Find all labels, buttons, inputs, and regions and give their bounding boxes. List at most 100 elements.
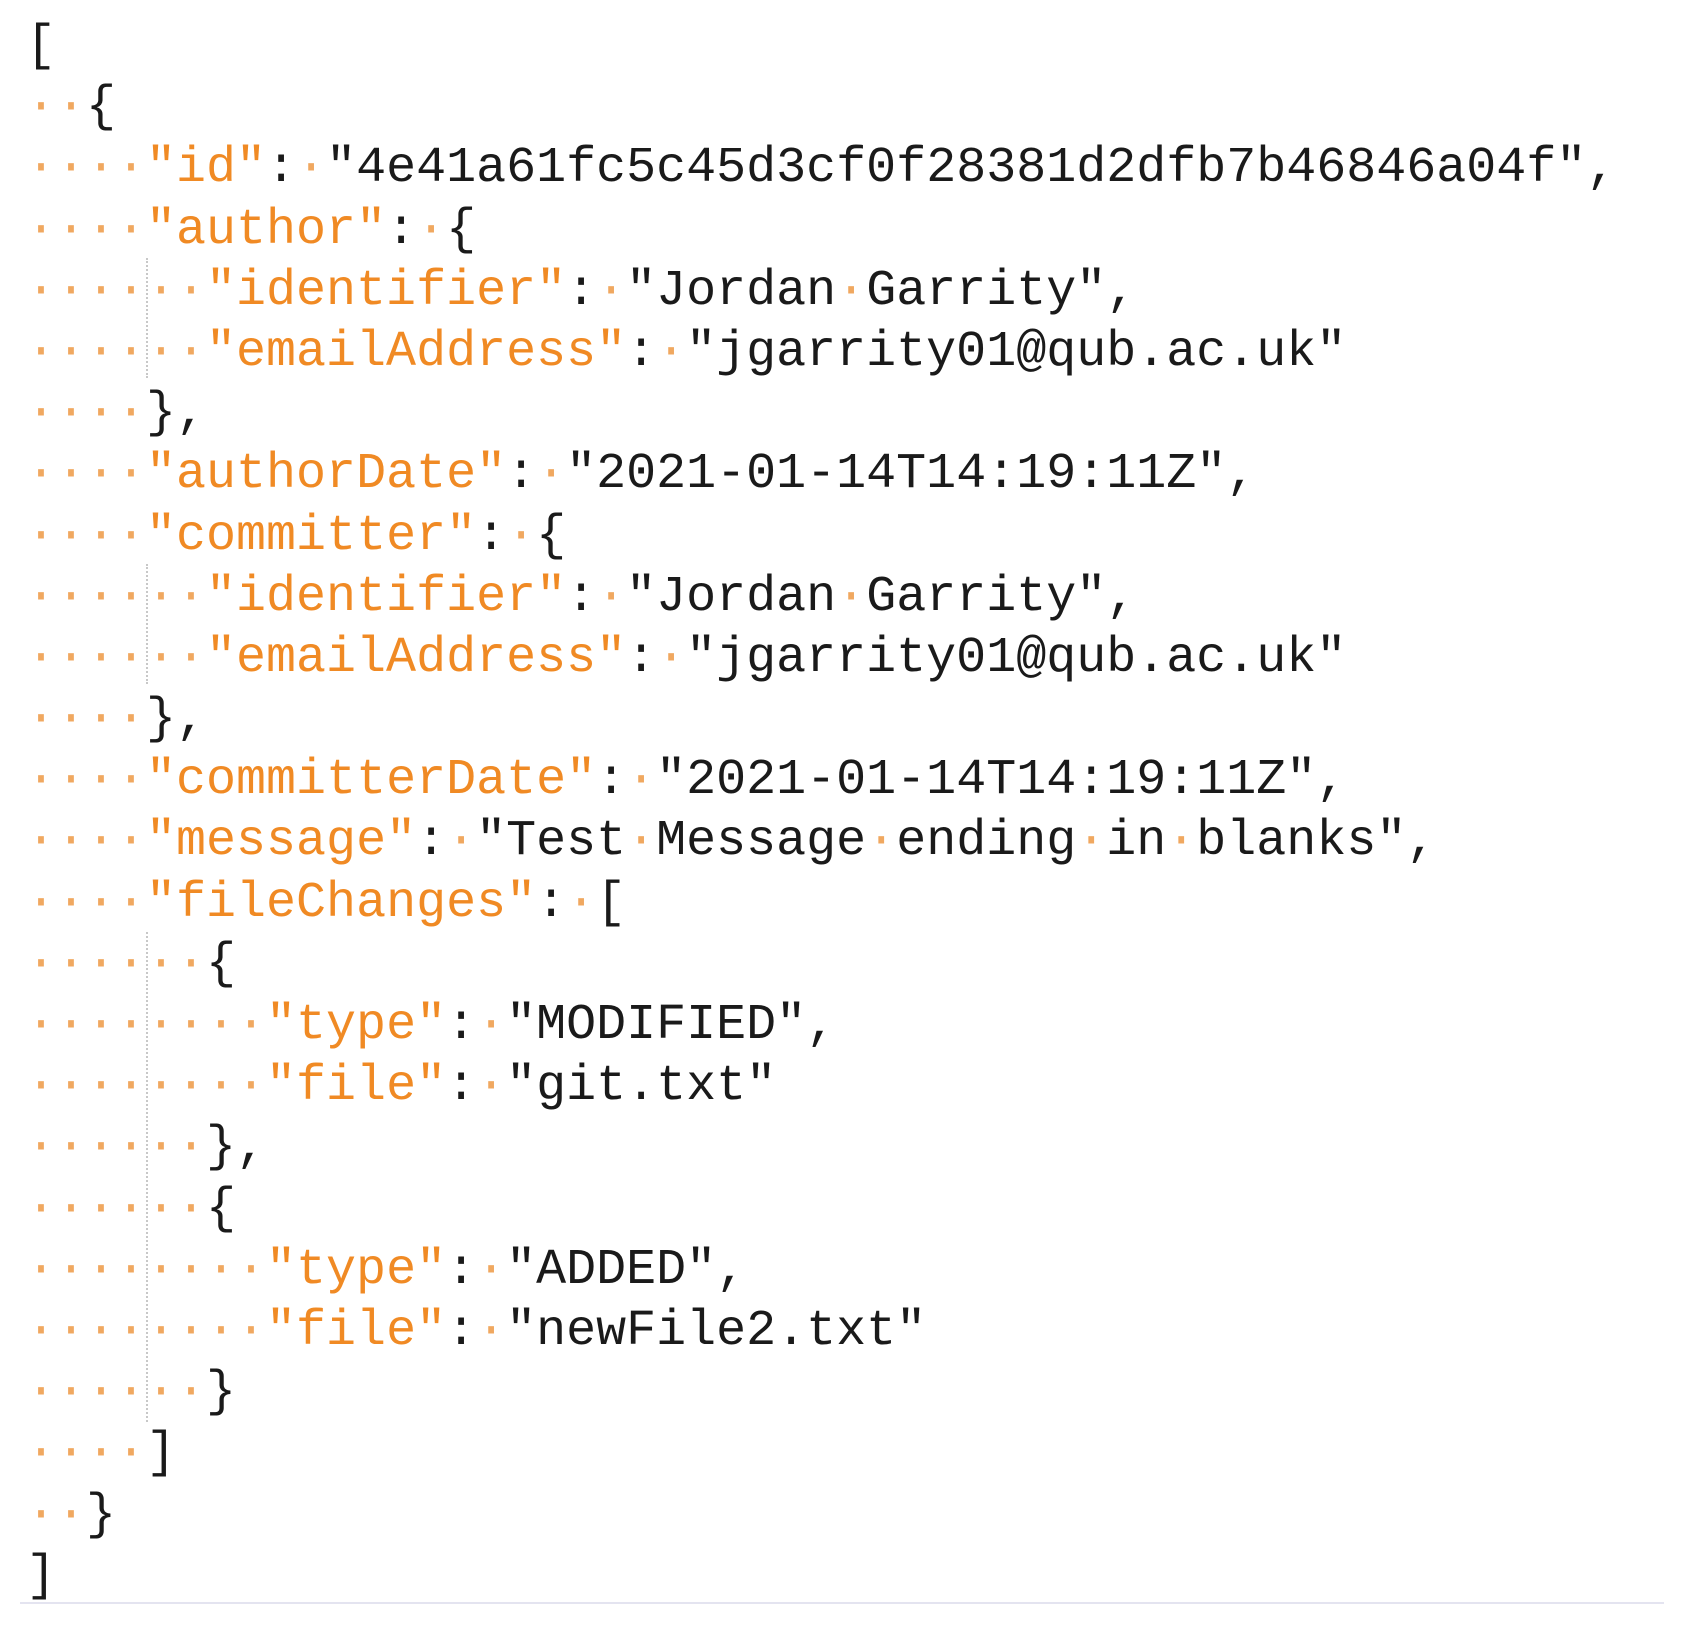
json-punctuation: : — [566, 568, 597, 626]
json-punctuation: [ — [596, 874, 627, 932]
whitespace-marker: · — [476, 1241, 507, 1299]
json-punctuation: : — [446, 1241, 477, 1299]
json-punctuation: : — [626, 323, 657, 381]
editor-bottom-border — [20, 1602, 1664, 1604]
whitespace-marker: ······ — [26, 629, 207, 687]
whitespace-marker: ···· — [26, 691, 147, 749]
whitespace-marker: · — [596, 568, 627, 626]
json-punctuation: : — [626, 629, 657, 687]
json-value: ending — [896, 813, 1077, 871]
json-key: "file" — [266, 1302, 447, 1360]
whitespace-marker: ···· — [26, 385, 147, 443]
json-key: "emailAddress" — [206, 323, 627, 381]
json-value: "jgarrity01@qub.ac.uk" — [686, 629, 1347, 687]
whitespace-marker: ···· — [26, 813, 147, 871]
json-key: "file" — [266, 1058, 447, 1116]
json-punctuation: }, — [146, 385, 207, 443]
whitespace-marker: ······ — [26, 935, 207, 993]
code-line: ··} — [26, 1485, 1616, 1546]
whitespace-marker: ······ — [26, 1180, 207, 1238]
code-line: ········"type":·"ADDED", — [26, 1240, 1616, 1301]
json-punctuation: , — [1106, 568, 1137, 626]
code-line: ····"committer":·{ — [26, 506, 1616, 567]
json-punctuation: : — [416, 813, 447, 871]
json-punctuation: , — [1106, 262, 1137, 320]
whitespace-marker: · — [566, 874, 597, 932]
whitespace-marker: · — [296, 140, 327, 198]
json-value: "MODIFIED" — [506, 997, 807, 1054]
whitespace-marker: ······ — [26, 1119, 207, 1177]
json-punctuation: , — [1586, 140, 1617, 198]
json-value: "Test — [476, 813, 627, 871]
whitespace-marker: · — [836, 568, 867, 626]
whitespace-marker: · — [836, 262, 867, 320]
json-punctuation: { — [206, 935, 237, 993]
json-punctuation: : — [446, 997, 477, 1054]
code-line: ··{ — [26, 77, 1616, 138]
whitespace-marker: ······ — [26, 1364, 207, 1422]
whitespace-marker: · — [476, 997, 507, 1054]
json-value: Garrity" — [866, 262, 1107, 320]
code-line: ······{ — [26, 1179, 1616, 1240]
code-line: ········"type":·"MODIFIED", — [26, 995, 1616, 1056]
json-punctuation: } — [86, 1486, 117, 1544]
json-key: "author" — [146, 201, 387, 259]
whitespace-marker: · — [476, 1302, 507, 1360]
whitespace-marker: · — [866, 813, 897, 871]
json-punctuation: }, — [146, 691, 207, 749]
code-line: ······"emailAddress":·"jgarrity01@qub.ac… — [26, 322, 1616, 383]
json-key: "id" — [146, 140, 267, 198]
json-key: "authorDate" — [146, 446, 507, 504]
json-punctuation: : — [476, 507, 507, 565]
json-key: "type" — [266, 1241, 447, 1299]
code-line: [ — [26, 16, 1616, 77]
whitespace-marker: · — [536, 446, 567, 504]
json-value: in — [1106, 813, 1167, 871]
whitespace-marker: ···· — [26, 201, 147, 259]
code-line: ········"file":·"newFile2.txt" — [26, 1301, 1616, 1362]
code-line: ······"emailAddress":·"jgarrity01@qub.ac… — [26, 628, 1616, 689]
json-punctuation: , — [1406, 813, 1437, 871]
json-key: "identifier" — [206, 262, 567, 320]
code-line: ······}, — [26, 1117, 1616, 1178]
json-key: "committer" — [146, 507, 477, 565]
whitespace-marker: ···· — [26, 874, 147, 932]
json-key: "committerDate" — [146, 752, 597, 810]
json-punctuation: : — [596, 752, 627, 810]
code-line: ······"identifier":·"Jordan·Garrity", — [26, 261, 1616, 322]
json-key: "emailAddress" — [206, 629, 627, 687]
code-line: ······{ — [26, 934, 1616, 995]
whitespace-marker: · — [596, 262, 627, 320]
json-punctuation: { — [206, 1180, 237, 1238]
json-punctuation: : — [446, 1058, 477, 1116]
code-line: ········"file":·"git.txt" — [26, 1056, 1616, 1117]
whitespace-marker: · — [656, 323, 687, 381]
json-key: "fileChanges" — [146, 874, 537, 932]
json-punctuation: ] — [146, 1425, 177, 1483]
json-value: "git.txt" — [506, 1058, 777, 1116]
whitespace-marker: ·· — [26, 79, 87, 137]
json-punctuation: { — [86, 79, 117, 137]
json-punctuation: , — [806, 997, 837, 1054]
json-punctuation: : — [266, 140, 297, 198]
json-punctuation: : — [446, 1302, 477, 1360]
json-punctuation: , — [1226, 446, 1257, 504]
code-line: ····"fileChanges":·[ — [26, 873, 1616, 934]
json-code-view[interactable]: [··{····"id":·"4e41a61fc5c45d3cf0f28381d… — [26, 16, 1616, 1607]
json-punctuation: ] — [26, 1547, 57, 1605]
whitespace-marker: · — [626, 813, 657, 871]
whitespace-marker: ······ — [26, 262, 207, 320]
whitespace-marker: · — [626, 752, 657, 810]
json-value: Message — [656, 813, 867, 871]
json-punctuation: , — [716, 1241, 747, 1299]
json-value: "Jordan — [626, 568, 837, 626]
code-line: ····}, — [26, 689, 1616, 750]
json-value: Garrity" — [866, 568, 1107, 626]
code-line: ······} — [26, 1362, 1616, 1423]
whitespace-marker: · — [1166, 813, 1197, 871]
indent-guide-author — [146, 258, 148, 378]
code-line: ····}, — [26, 383, 1616, 444]
code-line: ····"message":·"Test·Message·ending·in·b… — [26, 811, 1616, 872]
json-key: "type" — [266, 997, 447, 1054]
